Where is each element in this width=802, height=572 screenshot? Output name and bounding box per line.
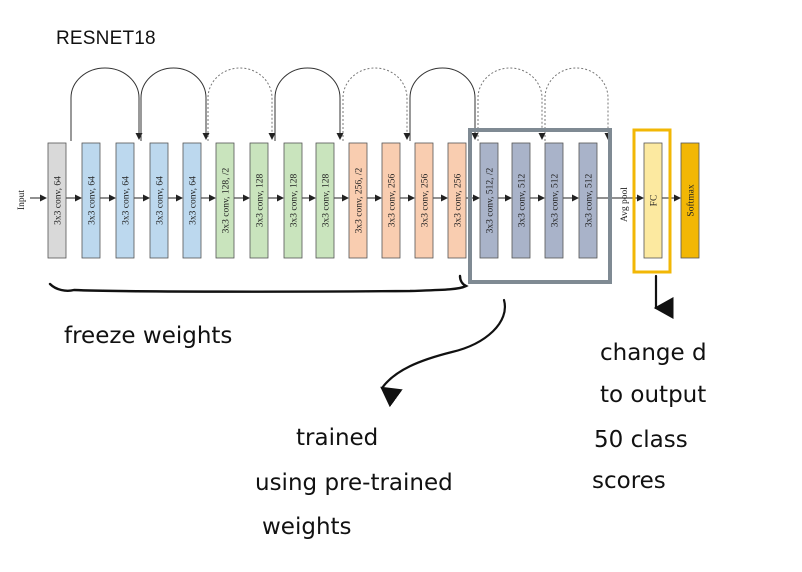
layer-label: 3x3 conv, 256, /2: [355, 167, 365, 233]
layer-block-13: 3x3 conv, 256: [447, 142, 467, 259]
layer-block-16: 3x3 conv, 512: [544, 142, 564, 259]
layer-rect: [414, 142, 434, 259]
layer-label: 3x3 conv, 128, /2: [222, 167, 232, 233]
avgpool-label: Avg pool: [620, 187, 630, 222]
layer-label: 3x3 conv, 512: [518, 174, 528, 228]
trained-note-line1: trained: [296, 425, 378, 451]
skip-connection-8: [544, 67, 612, 141]
layer-label: 3x3 conv, 64: [189, 176, 199, 225]
changed-note-line3: 50 class: [594, 427, 688, 453]
trained-layers-highlight: [468, 128, 612, 284]
layer-block-2: 3x3 conv, 64: [81, 142, 101, 259]
trained-note-line3: weights: [262, 514, 352, 540]
layer-label: 3x3 conv, 128: [322, 174, 332, 228]
skip-connection-4: [274, 67, 344, 141]
layer-rect: [215, 142, 235, 259]
layer-blocks: 3x3 conv, 64 3x3 conv, 64 3x3 conv, 64 3x3 …: [47, 142, 700, 259]
layer-block-11: 3x3 conv, 256: [381, 142, 401, 259]
layer-label: 3x3 conv, 512: [551, 174, 561, 228]
freeze-bracket: [48, 274, 469, 293]
layer-block-10: 3x3 conv, 256, /2: [348, 142, 368, 259]
layer-rect: [81, 142, 101, 259]
fc-layer-highlight: [632, 128, 672, 274]
layer-rect: [182, 142, 202, 259]
input-label: Input: [17, 190, 27, 210]
layer-label: 3x3 conv, 64: [54, 176, 64, 225]
skip-connections: [70, 67, 612, 141]
layer-rect: [511, 142, 531, 259]
layer-rect: [447, 142, 467, 259]
diagram-title: RESNET18: [56, 28, 156, 49]
layer-label: 3x3 conv, 256: [454, 174, 464, 228]
trained-arrow: [380, 298, 507, 408]
layer-rect: [249, 142, 269, 259]
skip-connection-1: [70, 67, 143, 141]
layer-label: 3x3 conv, 64: [156, 176, 166, 225]
layer-block-15: 3x3 conv, 512: [511, 142, 531, 259]
layer-block-9: 3x3 conv, 128: [315, 142, 335, 259]
changed-note-line1: change d: [600, 340, 707, 366]
layer-block-8: 3x3 conv, 128: [283, 142, 303, 259]
skip-connection-7: [477, 67, 546, 141]
layer-block-5: 3x3 conv, 64: [182, 142, 202, 259]
layer-label: 3x3 conv, 64: [122, 176, 132, 225]
layer-rect: [479, 142, 499, 259]
skip-connection-3: [207, 67, 276, 141]
skip-connection-5: [342, 67, 411, 141]
layer-label: Softmax: [686, 184, 697, 216]
layer-block-3: 3x3 conv, 64: [115, 142, 135, 259]
layer-block-6: 3x3 conv, 128, /2: [215, 142, 235, 259]
layer-rect: [643, 142, 663, 259]
layer-label: FC: [650, 195, 660, 207]
changed-note-line2: to output: [600, 382, 706, 408]
layer-rect: [283, 142, 303, 259]
layer-rect: [47, 142, 67, 259]
layer-rect: [680, 142, 700, 259]
trained-note-line2: using pre-trained: [255, 470, 453, 496]
layer-block-1: 3x3 conv, 64: [47, 142, 67, 259]
layer-rect: [315, 142, 335, 259]
layer-rect: [381, 142, 401, 259]
layer-block-18: FC: [643, 142, 663, 259]
layer-rect: [149, 142, 169, 259]
layer-label: 3x3 conv, 64: [88, 176, 98, 225]
layer-block-4: 3x3 conv, 64: [149, 142, 169, 259]
layer-block-12: 3x3 conv, 256: [414, 142, 434, 259]
layer-label: 3x3 conv, 128: [290, 174, 300, 228]
skip-connection-2: [140, 67, 210, 141]
layer-label: 3x3 conv, 512: [585, 174, 595, 228]
freeze-weights-note: freeze weights: [64, 323, 232, 349]
layer-block-19: Softmax: [680, 142, 700, 259]
layer-label: 3x3 conv, 256: [421, 174, 431, 228]
layer-block-7: 3x3 conv, 128: [249, 142, 269, 259]
layer-label: 3x3 conv, 256: [388, 174, 398, 228]
layer-rect: [348, 142, 368, 259]
layer-rect: [578, 142, 598, 259]
layer-label: 3x3 conv, 128: [256, 174, 266, 228]
changed-note-line4: scores: [592, 468, 666, 494]
layer-block-14: 3x3 conv, 512, /2: [479, 142, 499, 259]
layer-block-17: 3x3 conv, 512: [578, 142, 598, 259]
layer-label: 3x3 conv, 512, /2: [486, 167, 496, 233]
layer-rect: [544, 142, 564, 259]
layer-rect: [115, 142, 135, 259]
skip-connection-6: [409, 67, 479, 141]
